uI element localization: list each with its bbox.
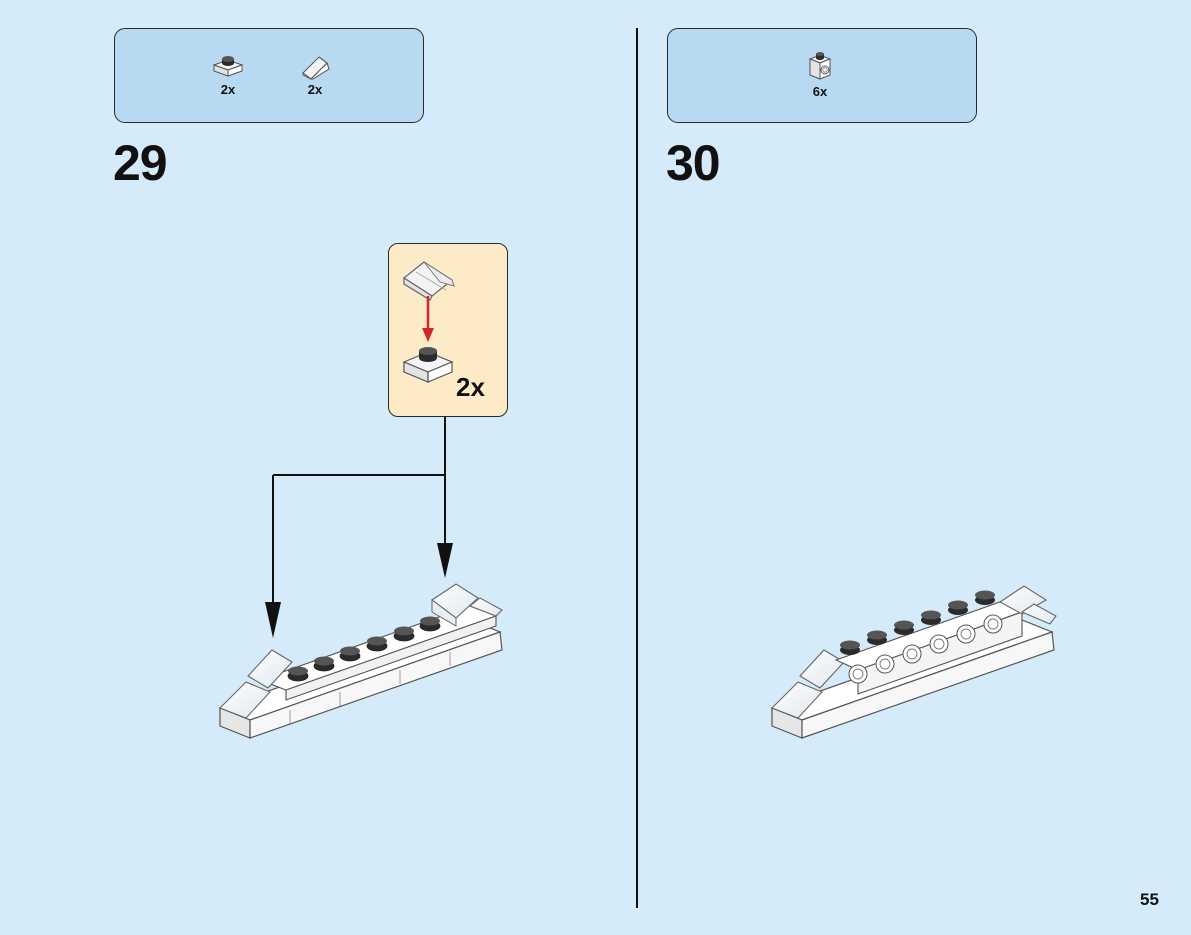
step-30-number: 30 [666, 135, 721, 191]
callout-plate-piece [402, 347, 454, 383]
step-29-callout [388, 243, 508, 417]
step-29-part-2-qty: 2x [307, 82, 323, 97]
slope-brick-icon [302, 56, 330, 80]
step-29-placement-arrows [265, 417, 453, 638]
step-29-model [218, 583, 503, 739]
plate-1x1-stud-icon [212, 56, 244, 77]
step-29-part-1: 2x [203, 51, 253, 97]
step-30-parts-list: 6x [667, 28, 977, 123]
step-29-part-1-qty: 2x [220, 82, 236, 97]
page-number: 55 [1140, 890, 1159, 909]
callout-slope-piece [402, 261, 455, 301]
callout-red-arrow [422, 296, 434, 342]
brick-with-side-stud-icon [808, 52, 832, 80]
step-29-number: 29 [113, 135, 168, 191]
step-30-part-1: 6x [795, 49, 845, 99]
step-29-callout-qty: 2x [456, 372, 485, 402]
step-30-part-1-qty: 6x [812, 84, 828, 99]
step-30-model [770, 585, 1057, 739]
step-29-part-2: 2x [290, 51, 340, 97]
step-divider [636, 28, 638, 908]
step-29-parts-list: 2x 2x [114, 28, 424, 123]
